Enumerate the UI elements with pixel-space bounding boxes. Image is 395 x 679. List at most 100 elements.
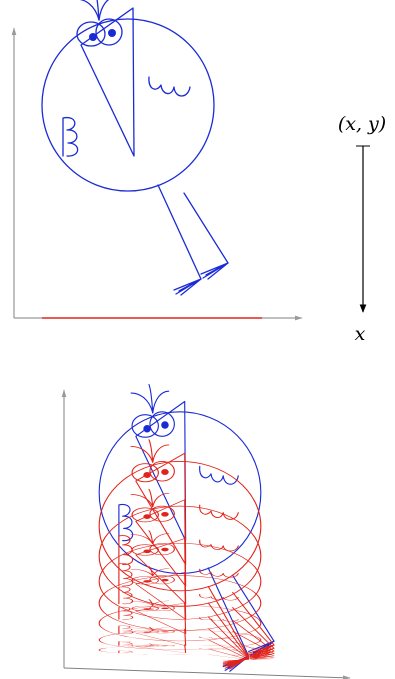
bird-beak (135, 644, 187, 653)
bird-hair (152, 643, 170, 646)
bird-foot (248, 657, 275, 660)
bottom-x-axis (63, 667, 351, 679)
bird-eye-left (131, 463, 159, 483)
bird-leg (207, 628, 250, 659)
bird-hair (152, 492, 170, 508)
bird-hair (130, 445, 154, 463)
bird-figure (41, 0, 229, 296)
bird-foot (248, 658, 275, 660)
bird-body (98, 605, 262, 642)
bird-foot (222, 659, 250, 661)
bird-eye-right (149, 575, 175, 585)
bird-frame-squashed (98, 643, 275, 661)
top-panel: (x, y) x (11, 0, 386, 345)
bird-wing (199, 648, 239, 650)
bird-eye-left (131, 645, 159, 647)
bird-squiggle (118, 641, 134, 646)
bird (98, 530, 275, 666)
bird-hair (152, 533, 170, 545)
bird-hair (130, 494, 154, 508)
bird-eye-left (131, 544, 159, 556)
bird-pupil-left (143, 514, 151, 519)
bird-beak (135, 628, 187, 646)
bird-eye-right (149, 630, 175, 634)
bird-eye-left (131, 414, 159, 438)
bird-hair (152, 627, 170, 631)
bird-beak (135, 538, 187, 605)
bird (98, 384, 275, 672)
bird-hair (130, 569, 154, 577)
bird-pupil-left (143, 608, 151, 610)
bird-frame-original (98, 384, 275, 672)
bird-hair (148, 643, 154, 646)
bird-wing (199, 568, 239, 578)
bird-pupil-right (161, 421, 169, 429)
bird-wing (148, 76, 191, 97)
bird-pupil-left (89, 33, 97, 41)
bird-pupil-right (161, 511, 169, 517)
bird-hair (98, 0, 110, 21)
bird (41, 0, 229, 296)
bird-foot (248, 650, 275, 659)
bird-eye-right (149, 543, 175, 556)
bird-leg (232, 631, 275, 654)
bird-leg (157, 184, 202, 280)
bird-hair (152, 390, 170, 414)
bird-pupil-right (161, 607, 169, 610)
bird-body (98, 411, 262, 575)
bird-hair (148, 488, 154, 508)
bird-pupil-left (143, 549, 151, 554)
bird-squiggle (118, 606, 134, 620)
bird-eye-right (149, 505, 175, 522)
bird-eye-left (76, 21, 106, 47)
bird (98, 626, 275, 662)
bird-leg (232, 649, 275, 658)
bird-beak (135, 400, 187, 542)
bird-leg (232, 607, 275, 649)
bird-foot (248, 655, 275, 660)
bird-foot (200, 262, 229, 280)
bird (98, 566, 275, 665)
bird-frame-squashed (98, 599, 275, 663)
bird-wing (199, 593, 239, 601)
bird-wing (199, 504, 239, 520)
bird-hair (148, 439, 154, 463)
bird-eye-right (149, 605, 175, 611)
bird-hair (152, 600, 170, 606)
bird-leg (232, 641, 275, 656)
bird-eye-right (149, 411, 175, 437)
bird-hair (96, 0, 100, 21)
bird-leg (207, 654, 250, 660)
bird-hair (152, 568, 170, 577)
bird-squiggle (118, 625, 134, 634)
bird-squiggle (118, 586, 134, 605)
point-label: (x, y) (338, 113, 386, 135)
bird-eye-left (131, 576, 159, 585)
bird-pupil-left (143, 425, 151, 433)
bird-squiggle (118, 563, 134, 587)
bird-hair (130, 392, 154, 414)
bird-pupil-left (143, 631, 151, 633)
bird-body (98, 575, 262, 631)
bird-hair (130, 534, 154, 545)
bird-body (98, 505, 262, 607)
bird-squiggle (118, 650, 134, 653)
bird-hair (148, 530, 154, 545)
bird-eye-left (131, 605, 159, 612)
bird-eye-right (149, 461, 175, 482)
bird-hair (130, 627, 154, 631)
bird-eye-left (131, 630, 159, 634)
bird-squiggle (62, 116, 79, 157)
bird-hair (148, 384, 154, 414)
bird-leg (232, 654, 275, 659)
bird-leg (232, 574, 275, 642)
bird-hair (79, 0, 100, 21)
bird-foot (248, 653, 275, 659)
bird-squiggle (118, 503, 134, 542)
bird-hair (148, 566, 154, 577)
bottom-panel (61, 384, 351, 679)
bird-hair (148, 626, 154, 631)
bird-body (98, 630, 262, 650)
bird-body (41, 18, 215, 192)
